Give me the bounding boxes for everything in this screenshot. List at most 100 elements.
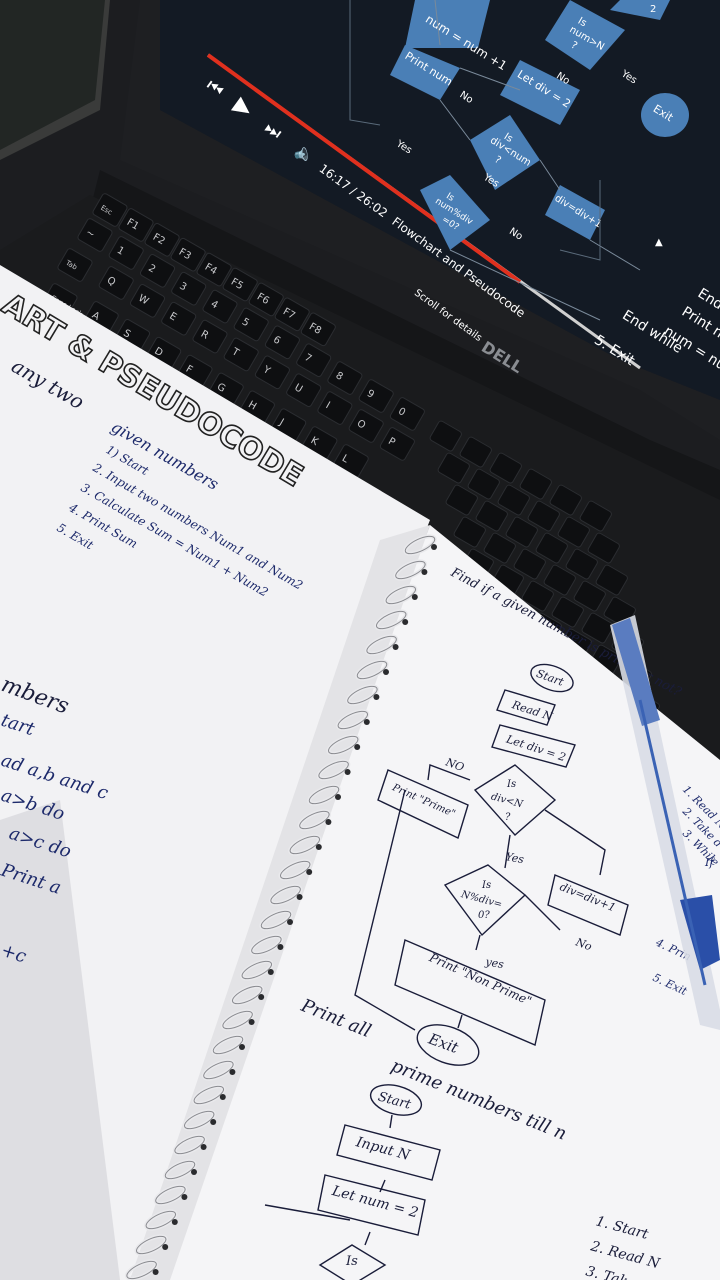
key-cap[interactable]: [358, 379, 394, 414]
key-cap[interactable]: [348, 409, 384, 444]
nb-yes-2: yes: [483, 955, 505, 971]
key-cap[interactable]: [264, 325, 300, 360]
key-2-5[interactable]: T: [223, 337, 259, 372]
key-cap[interactable]: [453, 516, 487, 548]
key-cap[interactable]: [222, 267, 258, 302]
key-cap[interactable]: [581, 612, 615, 644]
key-cap[interactable]: [192, 319, 228, 354]
key-1-5[interactable]: 5: [233, 307, 269, 342]
key-cap[interactable]: [467, 468, 501, 500]
key-0-4[interactable]: F4: [196, 252, 232, 287]
key-cap[interactable]: [296, 343, 332, 378]
key-cap[interactable]: [196, 252, 232, 287]
key-cap[interactable]: [254, 355, 290, 390]
fc-box-top: [610, 0, 670, 20]
key-cap[interactable]: [543, 564, 577, 596]
key-2-7[interactable]: U: [286, 373, 322, 408]
key-cap[interactable]: [92, 193, 128, 228]
key-cap[interactable]: [527, 500, 561, 532]
key-cap[interactable]: [475, 500, 509, 532]
key-0-5[interactable]: F5: [222, 267, 258, 302]
key-0-8[interactable]: F8: [300, 312, 336, 347]
key-cap[interactable]: [223, 337, 259, 372]
key-cap[interactable]: [557, 516, 591, 548]
key-cap[interactable]: [535, 532, 569, 564]
key-label: F2: [151, 232, 167, 248]
key-cap[interactable]: [161, 301, 197, 336]
nb-let-box: [491, 724, 576, 768]
spiral-ring-shade: [145, 1210, 177, 1230]
key-cap[interactable]: [459, 436, 493, 468]
key-label: 0: [396, 406, 407, 419]
key-2-4[interactable]: R: [192, 319, 228, 354]
key-0-3[interactable]: F3: [170, 237, 206, 272]
key-cap[interactable]: [429, 420, 463, 452]
key-2-0[interactable]: Tab: [57, 248, 93, 283]
key-cap[interactable]: [300, 312, 336, 347]
key-0-6[interactable]: F6: [248, 282, 284, 317]
key-cap[interactable]: [327, 361, 363, 396]
key-cap[interactable]: [389, 397, 425, 432]
key-cap[interactable]: [233, 307, 269, 342]
key-cap[interactable]: [497, 484, 531, 516]
key-1-10[interactable]: 0: [389, 397, 425, 432]
key-cap[interactable]: [317, 391, 353, 426]
key-1-3[interactable]: 3: [171, 271, 207, 306]
key-2-1[interactable]: Q: [98, 266, 134, 301]
key-cap[interactable]: [565, 548, 599, 580]
key-cap[interactable]: [170, 237, 206, 272]
key-2-9[interactable]: O: [348, 409, 384, 444]
key-cap[interactable]: [489, 452, 523, 484]
key-1-7[interactable]: 7: [296, 343, 332, 378]
key-cap[interactable]: [513, 548, 547, 580]
key-cap[interactable]: [57, 248, 93, 283]
key-cap[interactable]: [108, 236, 144, 271]
key-cap[interactable]: [118, 208, 154, 243]
key-cap[interactable]: [587, 532, 621, 564]
key-cap[interactable]: [579, 500, 613, 532]
key-cap[interactable]: [505, 516, 539, 548]
key-0-0[interactable]: Esc: [92, 193, 128, 228]
key-label: 3: [177, 281, 188, 294]
key-cap[interactable]: [521, 580, 555, 612]
key-cap[interactable]: [379, 427, 415, 462]
key-1-4[interactable]: 4: [202, 289, 238, 324]
key-1-8[interactable]: 8: [327, 361, 363, 396]
key-cap[interactable]: [519, 468, 553, 500]
key-2-6[interactable]: Y: [254, 355, 290, 390]
key-label: L: [340, 453, 351, 466]
key-cap[interactable]: [437, 452, 471, 484]
key-0-2[interactable]: F2: [144, 222, 180, 257]
key-cap[interactable]: [171, 271, 207, 306]
key-cap[interactable]: [98, 266, 134, 301]
key-cap[interactable]: [286, 373, 322, 408]
key-label: K: [309, 435, 321, 448]
key-cap[interactable]: [202, 289, 238, 324]
key-cap[interactable]: [144, 222, 180, 257]
key-cap[interactable]: [248, 282, 284, 317]
key-cap[interactable]: [77, 218, 113, 253]
key-label: R: [199, 329, 211, 342]
key-cap[interactable]: [595, 564, 629, 596]
key-0-1[interactable]: F1: [118, 208, 154, 243]
key-2-3[interactable]: E: [161, 301, 197, 336]
key-cap[interactable]: [483, 532, 517, 564]
key-1-0[interactable]: ~: [77, 218, 113, 253]
nb-print-prime-box: [377, 769, 469, 839]
key-cap[interactable]: [139, 253, 176, 288]
key-cap[interactable]: [573, 580, 607, 612]
key-2-2[interactable]: W: [129, 283, 166, 318]
key-1-6[interactable]: 6: [264, 325, 300, 360]
key-1-9[interactable]: 9: [358, 379, 394, 414]
key-cap[interactable]: [551, 596, 585, 628]
key-2-10[interactable]: P: [379, 427, 415, 462]
key-1-2[interactable]: 2: [139, 253, 176, 288]
key-cap[interactable]: [129, 283, 166, 318]
key-cap[interactable]: [445, 484, 479, 516]
key-1-1[interactable]: 1: [108, 236, 144, 271]
spiral-ring-shade: [222, 1010, 253, 1030]
key-cap[interactable]: [274, 297, 310, 332]
key-cap[interactable]: [549, 484, 583, 516]
key-0-7[interactable]: F7: [274, 297, 310, 332]
key-2-8[interactable]: I: [317, 391, 353, 426]
